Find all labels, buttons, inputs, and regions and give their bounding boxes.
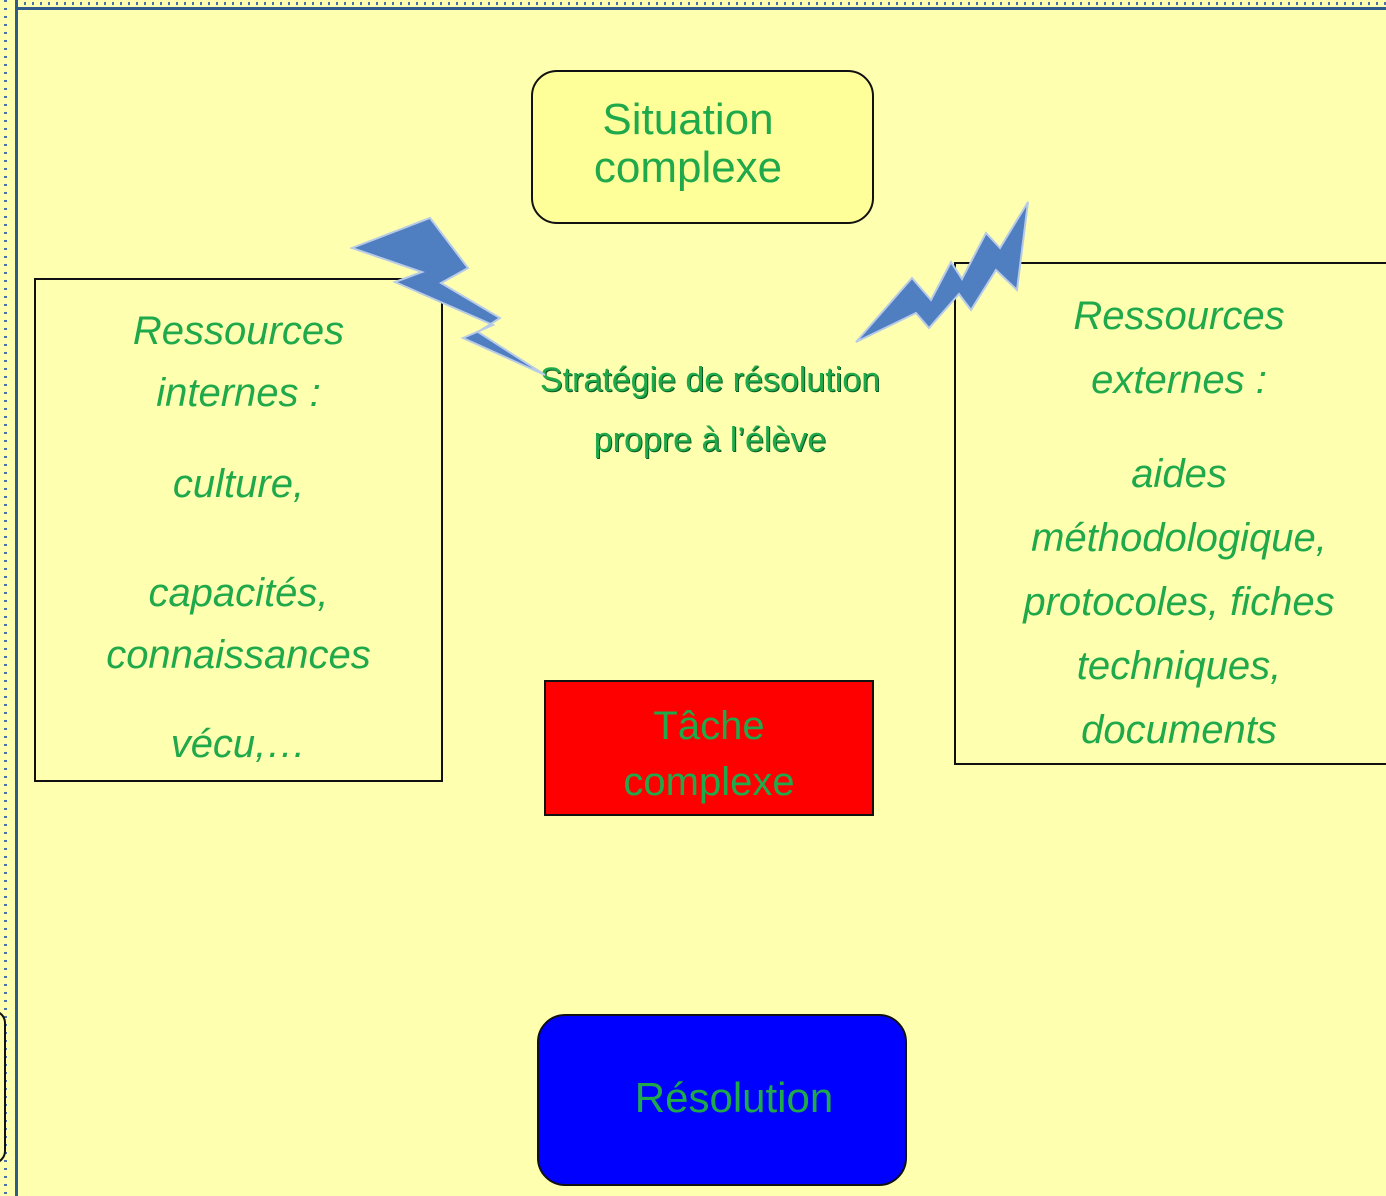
external-line-3: aides xyxy=(1131,452,1227,496)
external-line-6: techniques, xyxy=(1076,644,1282,688)
internal-line-2: internes : xyxy=(156,371,321,415)
slide-left-border xyxy=(0,0,18,1196)
left-lightning-bolt-icon xyxy=(349,216,546,376)
tache-complexe-box: Tâche complexe xyxy=(544,680,874,816)
internal-line-5: connaissances xyxy=(106,633,371,677)
internal-line-1: Ressources xyxy=(132,309,345,353)
resolution-label: Résolution xyxy=(634,1074,834,1121)
external-resources-body: aides méthodologique, protocoles, fiches… xyxy=(956,442,1386,762)
strategy-text: Stratégie de résolution propre à l’élève xyxy=(480,350,940,470)
external-line-7: documents xyxy=(1081,708,1277,752)
strategy-line-2: propre à l’élève xyxy=(593,421,827,459)
task-line-2: complexe xyxy=(623,760,795,804)
internal-line-3: culture, xyxy=(172,462,305,506)
external-line-1: Ressources xyxy=(1073,294,1285,338)
task-line-1: Tâche xyxy=(653,704,765,748)
internal-resources-box: Ressources internes : culture, capacités… xyxy=(34,278,443,782)
slide-top-border xyxy=(0,0,1386,10)
situation-complexe-box: Situation complexe xyxy=(531,70,874,224)
strategy-line-1: Stratégie de résolution xyxy=(539,361,881,399)
external-line-4: méthodologique, xyxy=(1031,516,1327,560)
situation-line-1: Situation xyxy=(602,95,774,144)
external-line-5: protocoles, fiches xyxy=(1023,580,1335,624)
internal-line-4: capacités, xyxy=(148,571,329,615)
internal-line-6: vécu,… xyxy=(170,722,307,766)
internal-resources-body: capacités, connaissances xyxy=(36,562,441,686)
situation-line-2: complexe xyxy=(593,143,783,192)
internal-resources-heading: Ressources internes : xyxy=(36,300,441,424)
external-resources-heading: Ressources externes : xyxy=(956,284,1386,412)
resolution-box: Résolution xyxy=(537,1014,907,1186)
external-resources-box: Ressources externes : aides méthodologiq… xyxy=(954,262,1386,765)
external-line-2: externes : xyxy=(1091,358,1267,402)
right-lightning-bolt-icon xyxy=(855,201,1029,343)
